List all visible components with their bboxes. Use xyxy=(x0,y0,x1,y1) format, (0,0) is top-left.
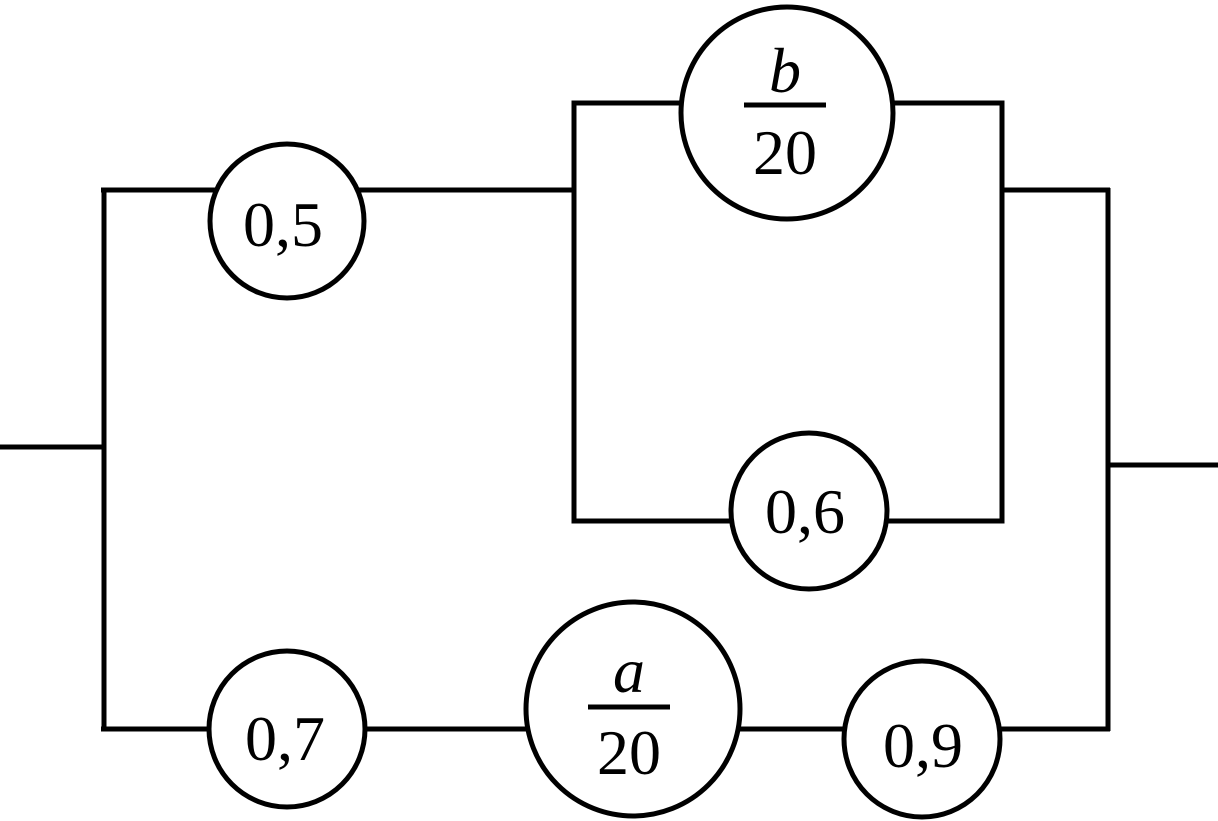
node-label: 0,7 xyxy=(245,703,325,774)
node-label: 0,5 xyxy=(243,189,323,260)
node-circle xyxy=(728,430,890,592)
node-lower-middle: a 20 xyxy=(523,599,743,819)
node-circle xyxy=(678,4,896,222)
node-denominator: 20 xyxy=(753,117,817,188)
node-circle xyxy=(206,648,368,810)
node-top-parallel: b 20 xyxy=(678,4,896,222)
node-circle xyxy=(207,141,367,301)
node-bottom-parallel: 0,6 xyxy=(728,430,890,592)
node-label: 0,6 xyxy=(765,476,845,547)
node-upper-left: 0,5 xyxy=(207,141,367,301)
node-circle xyxy=(841,658,1003,820)
node-label: 0,9 xyxy=(883,710,963,781)
node-denominator: 20 xyxy=(597,717,661,788)
node-lower-first: 0,7 xyxy=(206,648,368,810)
node-numerator: b xyxy=(769,35,801,106)
node-lower-last: 0,9 xyxy=(841,658,1003,820)
node-numerator: a xyxy=(613,635,645,706)
